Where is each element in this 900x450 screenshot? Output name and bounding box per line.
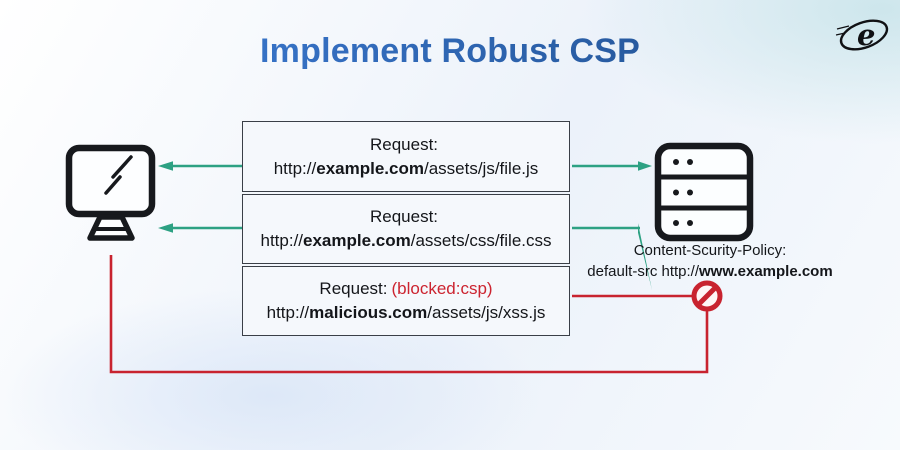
request-box-stack: Request: http://example.com/assets/js/fi… xyxy=(242,121,570,336)
request-label-line: Request: xyxy=(369,134,439,154)
page-title: Implement Robust CSP xyxy=(0,32,900,71)
request-label-line: Request: xyxy=(369,207,439,226)
monitor-icon xyxy=(65,144,156,241)
request-label-line: Request:(blocked:csp) xyxy=(319,279,493,298)
request-box-malicious: Request:(blocked:csp) http://malicious.c… xyxy=(242,266,570,336)
csp-policy-caption: Content-Scurity-Policy: default-src http… xyxy=(560,240,860,282)
server-icon xyxy=(654,142,754,242)
csp-policy-value: default-src http://www.example.com xyxy=(587,263,833,280)
blocked-note: (blocked:csp) xyxy=(391,279,493,298)
csp-policy-header: Content-Scurity-Policy: xyxy=(633,242,787,259)
request-url: http://example.com/assets/js/file.js xyxy=(273,158,539,178)
green-arrow-to-client-2-icon xyxy=(158,223,244,233)
request-url: http://example.com/assets/css/file.css xyxy=(260,231,552,250)
request-url: http://malicious.com/assets/js/xss.js xyxy=(266,303,546,322)
no-entry-icon xyxy=(691,280,723,312)
request-box-css: Request: http://example.com/assets/css/f… xyxy=(242,194,570,264)
green-arrow-to-server-1-icon xyxy=(572,161,652,171)
green-arrow-to-client-1-icon xyxy=(158,161,244,171)
request-box-js: Request: http://example.com/assets/js/fi… xyxy=(242,121,570,192)
